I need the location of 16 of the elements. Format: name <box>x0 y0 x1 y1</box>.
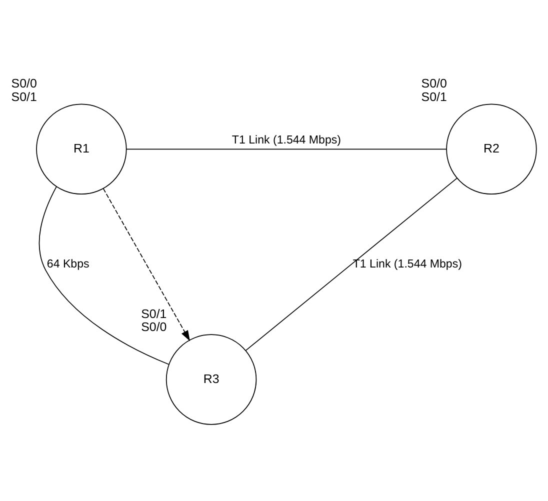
node-circle: R3 <box>166 334 257 424</box>
node-circle: R2 <box>446 103 537 194</box>
node-label: S0/0 <box>141 320 167 334</box>
edge-label: 64 Kbps <box>46 258 90 270</box>
node-label: S0/0 <box>11 76 37 90</box>
node-label: S0/1 <box>141 306 167 320</box>
connector <box>126 148 447 150</box>
node-label: S0/1 <box>421 89 447 104</box>
edge-label: T1 Link (1.544 Mbps) <box>232 134 342 146</box>
node-label: S0/0 <box>421 76 447 90</box>
connector <box>245 177 458 350</box>
edge-label: T1 Link (1.544 Mbps) <box>352 258 462 270</box>
node-label: S0/1 <box>11 89 37 104</box>
node-circle: R1 <box>36 103 127 194</box>
arrow <box>102 188 190 341</box>
connector <box>38 186 170 364</box>
